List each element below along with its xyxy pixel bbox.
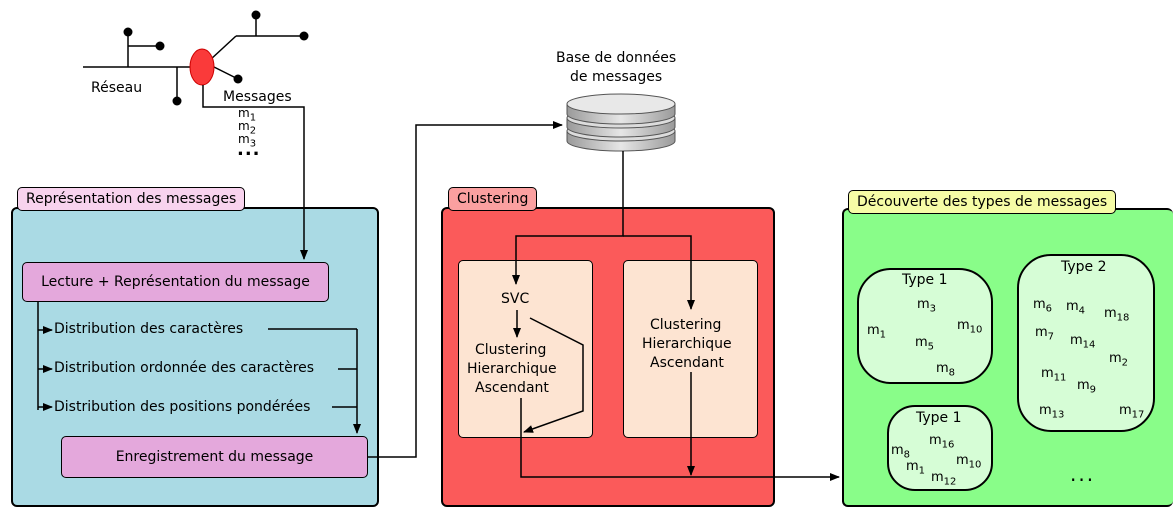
svc-cluster-box	[458, 260, 593, 438]
cluster-msg: m7	[1035, 325, 1055, 343]
cluster-msg: m2	[1109, 351, 1129, 369]
cluster-msg: m12	[931, 470, 957, 488]
representation-title: Représentation des messages	[17, 187, 246, 211]
cluster-msg: m8	[891, 443, 911, 461]
capture-point-icon	[189, 48, 215, 86]
cluster-msg: m3	[917, 297, 937, 315]
cluster-msg: m10	[956, 453, 982, 471]
cluster-msg: m8	[936, 361, 956, 379]
cluster-msg: m16	[929, 433, 955, 451]
feature-weighted-positions: Distribution des positions pondérées	[54, 399, 311, 415]
cluster-msg: m6	[1033, 297, 1053, 315]
discovery-title: Découverte des types de messages	[848, 190, 1117, 214]
right-chc-line1: Clustering	[650, 317, 722, 333]
cluster-msg: m18	[1104, 306, 1130, 324]
svc-label: SVC	[501, 291, 530, 307]
database-label-line1: Base de données	[556, 50, 677, 66]
type1-cluster-a	[857, 268, 993, 384]
feature-ordered-char-distribution: Distribution ordonnée des caractères	[54, 360, 315, 376]
cluster-msg: m1	[867, 323, 887, 341]
right-chc-line3: Ascendant	[650, 355, 724, 371]
cluster-msg: m10	[957, 318, 983, 336]
database-label-line2: de messages	[570, 69, 663, 85]
left-chc-line3: Ascendant	[475, 380, 549, 396]
left-chc-line2: Hierarchique	[467, 361, 557, 377]
network-label: Réseau	[91, 80, 143, 96]
feature-char-distribution: Distribution des caractères	[54, 321, 244, 337]
type1-b-title: Type 1	[916, 410, 962, 426]
record-message-box: Enregistrement du message	[61, 436, 368, 478]
cluster-msg: m4	[1066, 299, 1086, 317]
database-icon	[566, 93, 676, 152]
cluster-msg: m13	[1039, 403, 1065, 421]
messages-label: Messages	[223, 89, 292, 105]
right-chc-line2: Hierarchique	[642, 336, 732, 352]
messages-ellipsis: ...	[237, 139, 261, 160]
network-nodes	[123, 10, 309, 106]
cluster-msg: m5	[915, 335, 935, 353]
cluster-msg: m11	[1041, 366, 1067, 384]
type2-title: Type 2	[1061, 259, 1107, 275]
read-represent-box: Lecture + Représentation du message	[22, 262, 329, 302]
left-chc-line1: Clustering	[475, 342, 547, 358]
cluster-msg: m17	[1119, 403, 1145, 421]
type2-cluster	[1017, 254, 1155, 432]
clustering-title: Clustering	[448, 187, 538, 211]
discovery-ellipsis: ...	[1070, 462, 1096, 486]
cluster-msg: m14	[1070, 333, 1096, 351]
message-item: m1	[238, 106, 257, 124]
message-item: m2	[238, 119, 257, 137]
type1-cluster-b	[887, 405, 993, 491]
message-item: m3	[238, 132, 257, 150]
network-graph	[83, 16, 303, 100]
cluster-msg: m9	[1077, 378, 1097, 396]
cluster-msg: m1	[906, 459, 926, 477]
type1-a-title: Type 1	[902, 272, 948, 288]
